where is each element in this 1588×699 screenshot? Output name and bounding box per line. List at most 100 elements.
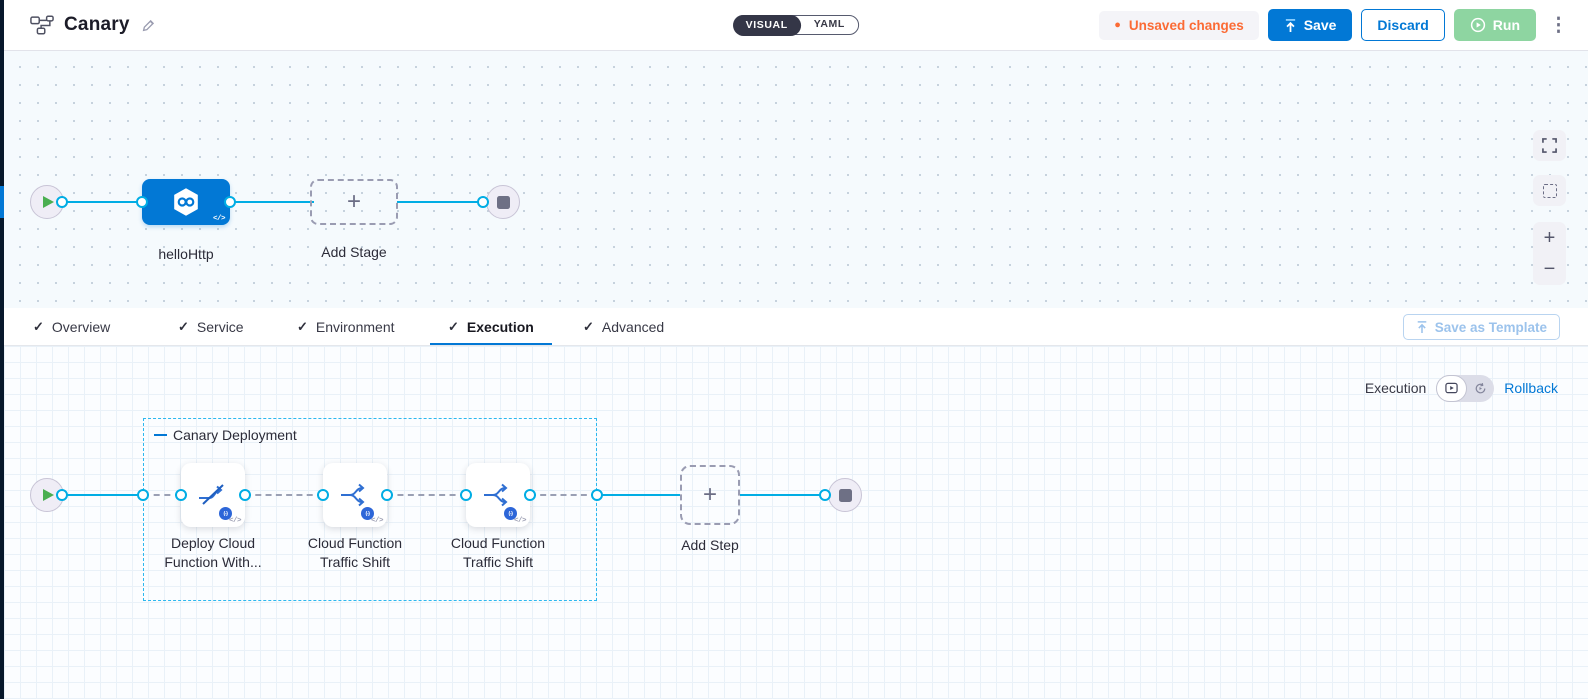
check-icon: ✓	[178, 318, 189, 334]
connector-line-dashed	[245, 494, 323, 496]
tab-environment[interactable]: ✓ Environment	[297, 308, 395, 345]
cloud-function-badge-icon: (-)	[218, 506, 233, 521]
connector-line-dashed	[143, 494, 181, 496]
group-collapse-handle[interactable]	[154, 433, 167, 437]
step-code-icon: </>	[513, 517, 527, 525]
edit-pipeline-name-icon[interactable]	[140, 17, 157, 34]
save-button[interactable]: Save	[1267, 9, 1353, 41]
connector-line	[397, 201, 487, 203]
execution-steps-icon	[1445, 382, 1458, 394]
save-button-label: Save	[1303, 17, 1337, 33]
toggle-yaml[interactable]: YAML	[813, 18, 845, 30]
execution-mode-switcher: Execution	[1365, 373, 1558, 403]
run-button[interactable]: Run	[1453, 9, 1536, 41]
connector-line	[62, 494, 143, 496]
pipeline-title-group: Canary	[30, 14, 157, 36]
step-card-traffic-shift-1[interactable]: (-) </>	[323, 463, 387, 527]
connector-line	[62, 201, 146, 203]
toggle-execution-option[interactable]	[1436, 374, 1468, 402]
plus-icon: +	[702, 481, 717, 508]
main-content: Canary VISUAL YAML ● Unsaved changes	[4, 0, 1588, 699]
tab-label: Overview	[51, 318, 111, 335]
stop-square-icon	[496, 195, 510, 209]
traffic-shift-icon	[341, 483, 365, 507]
play-circle-icon	[1470, 17, 1486, 33]
marquee-select-button[interactable]	[1533, 175, 1566, 206]
connector-line-dashed	[387, 494, 466, 496]
discard-button-label: Discard	[1377, 17, 1429, 33]
group-header: Canary Deployment	[154, 427, 297, 443]
stage-node-hellohttp[interactable]: </>	[142, 179, 230, 225]
stage-name-label: helloHttp	[158, 246, 214, 262]
upload-icon	[1284, 18, 1297, 33]
discard-button[interactable]: Discard	[1361, 9, 1445, 41]
deploy-stage-icon	[169, 185, 203, 219]
start-play-icon	[43, 489, 54, 501]
step-card-deploy-cloud-function[interactable]: (-) </>	[181, 463, 245, 527]
connector-port	[224, 196, 236, 208]
toggle-visual[interactable]: VISUAL	[732, 14, 801, 36]
pipeline-studio-header: Canary VISUAL YAML ● Unsaved changes	[4, 0, 1588, 51]
pipeline-end-node	[486, 185, 520, 219]
tab-label: Service	[196, 318, 244, 335]
execution-canvas: Execution	[4, 346, 1588, 699]
connector-line-dashed	[530, 494, 597, 496]
step-card-traffic-shift-2[interactable]: (-) </>	[466, 463, 530, 527]
execution-end-node	[828, 478, 862, 512]
execution-rollback-toggle[interactable]	[1436, 374, 1495, 402]
unsaved-changes-badge: ● Unsaved changes	[1099, 10, 1259, 40]
step-label: Deploy Cloud Function With...	[164, 535, 262, 570]
execution-mode-label: Execution	[1364, 380, 1427, 396]
connector-port	[239, 489, 251, 501]
marquee-select-icon	[1542, 183, 1557, 198]
stage-tabbar: ✓ Overview ✓ Service ✓ Environment ✓ Exe…	[4, 308, 1588, 346]
tab-advanced[interactable]: ✓ Advanced	[583, 308, 664, 345]
step-code-icon: </>	[228, 517, 242, 525]
page-title: Canary	[64, 14, 130, 35]
step-label: Cloud Function Traffic Shift	[450, 535, 546, 570]
cloud-function-badge-icon: (-)	[360, 506, 375, 521]
stage-canvas: </> helloHttp + Add Stage	[4, 51, 1588, 308]
stage-code-icon: </>	[212, 215, 226, 223]
connector-port	[524, 489, 536, 501]
connector-port	[137, 489, 149, 501]
canary-deployment-group	[143, 418, 597, 601]
save-as-template-button[interactable]: Save as Template	[1402, 314, 1560, 340]
fullscreen-icon	[1542, 138, 1557, 153]
upload-icon	[1416, 320, 1428, 334]
connector-line	[230, 201, 314, 203]
zoom-in-button[interactable]: +	[1543, 226, 1556, 249]
tab-label: Execution	[466, 318, 534, 335]
check-icon: ✓	[33, 318, 44, 334]
group-title: Canary Deployment	[173, 427, 297, 443]
add-step-node[interactable]: +	[680, 465, 740, 525]
zoom-out-button[interactable]: −	[1543, 258, 1556, 281]
start-play-icon	[43, 196, 54, 208]
connector-port	[56, 196, 68, 208]
connector-port	[136, 196, 148, 208]
connector-port	[175, 489, 187, 501]
more-options-menu[interactable]: ⋮	[1549, 14, 1568, 36]
fullscreen-button[interactable]	[1533, 130, 1566, 161]
connector-port	[56, 489, 68, 501]
tab-service[interactable]: ✓ Service	[178, 308, 244, 345]
step-code-icon: </>	[370, 517, 384, 525]
tab-overview[interactable]: ✓ Overview	[33, 308, 110, 345]
check-icon: ✓	[297, 318, 308, 334]
connector-line	[597, 494, 680, 496]
add-stage-node[interactable]: +	[310, 179, 398, 225]
tab-execution[interactable]: ✓ Execution	[430, 308, 552, 345]
rollback-link[interactable]: Rollback	[1504, 380, 1558, 396]
run-button-label: Run	[1492, 17, 1520, 33]
check-icon: ✓	[448, 318, 459, 334]
status-dot-icon: ●	[1114, 18, 1121, 31]
cloud-function-badge-icon: (-)	[503, 506, 518, 521]
step-label: Cloud Function Traffic Shift	[307, 535, 403, 570]
add-stage-label: Add Stage	[321, 244, 387, 260]
tab-label: Advanced	[601, 318, 665, 335]
visual-yaml-toggle[interactable]: VISUAL YAML	[732, 14, 859, 36]
stop-square-icon	[838, 488, 852, 502]
toggle-rollback-option[interactable]	[1467, 382, 1494, 395]
save-as-template-label: Save as Template	[1434, 319, 1547, 335]
